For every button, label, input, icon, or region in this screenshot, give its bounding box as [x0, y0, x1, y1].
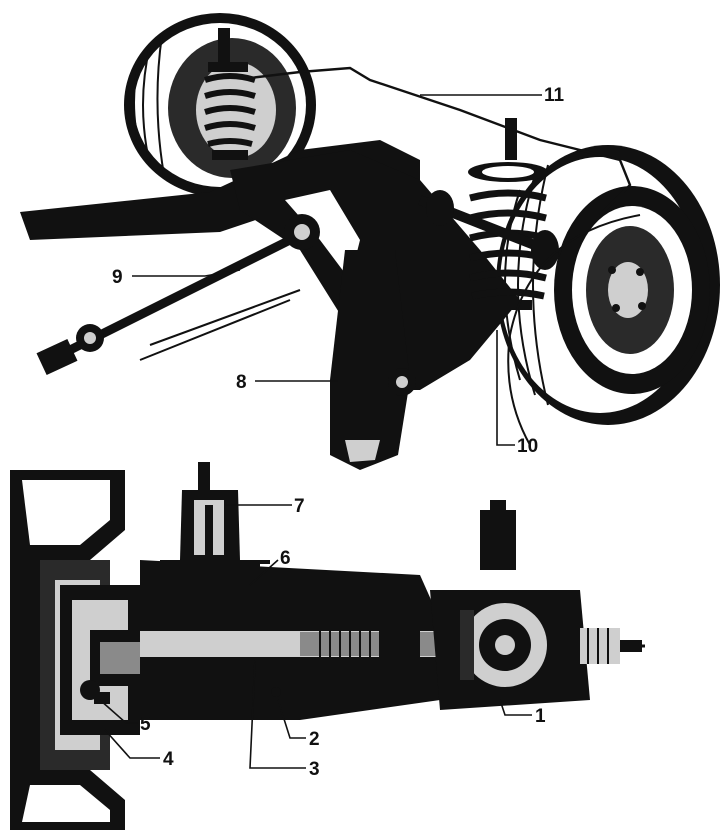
leader-6: [249, 559, 279, 586]
right-coil-spring: [468, 118, 548, 310]
left-coil-spring: [204, 28, 256, 160]
callout-7: 7: [294, 496, 305, 517]
hub-assembly: [60, 585, 150, 735]
callout-6: 6: [280, 548, 291, 569]
differential: [430, 500, 645, 710]
mounting-bolt: [271, 687, 281, 697]
callout-8: 8: [236, 372, 247, 393]
leader-11: [496, 330, 515, 446]
leader-4: [104, 729, 160, 759]
leader-5: [99, 699, 138, 724]
right-wheel: [496, 145, 720, 425]
callout-1: 1: [535, 706, 546, 727]
leader-1: [499, 699, 532, 716]
callout-leaders: [99, 94, 542, 769]
subframe-crossmember: [20, 140, 520, 470]
callout-3: 3: [309, 759, 320, 780]
callout-5: 5: [140, 714, 151, 735]
callout-10: 11: [544, 85, 565, 106]
leader-9: [132, 269, 241, 277]
brake-line: [249, 66, 632, 216]
callout-labels: 11 9 8 10 7 6 1 5 2 4 3: [112, 85, 565, 780]
lower-coil-spring: [160, 560, 270, 629]
bottom-cutaway-illustration: [10, 462, 645, 830]
callout-4: 4: [163, 749, 174, 770]
callout-11: 10: [517, 436, 538, 457]
callout-9: 9: [112, 267, 123, 288]
leader-3: [249, 659, 306, 769]
top-suspension-illustration: [20, 13, 720, 470]
half-shaft: [418, 190, 562, 270]
drive-shaft: [36, 214, 320, 376]
wheel-bearing: [94, 692, 110, 704]
sensor-wire: [507, 214, 641, 446]
shock-absorber: [180, 462, 240, 560]
lower-half-shaft: [140, 620, 440, 668]
callout-2: 2: [309, 729, 320, 750]
leader-2: [277, 699, 306, 739]
